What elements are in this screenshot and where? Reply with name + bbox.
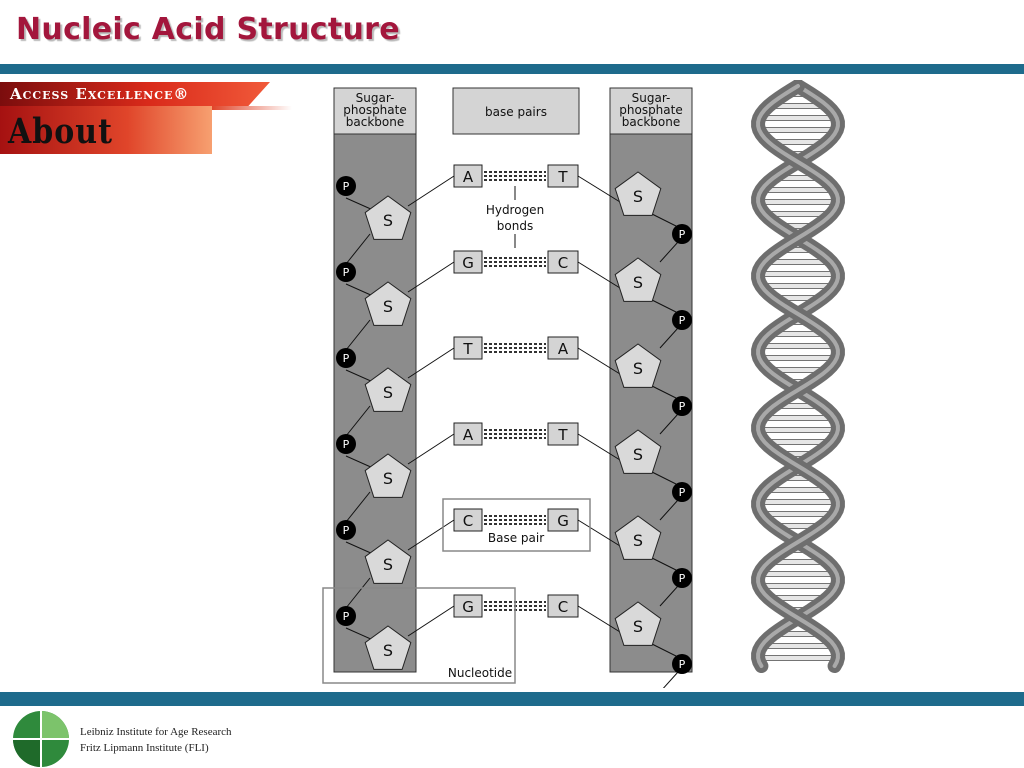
slide-title: Nucleic Acid Structure — [16, 12, 400, 47]
right-phosphate-label: P — [679, 658, 686, 671]
access-excellence-logo: Access Excellence® About Biotech — [0, 82, 300, 160]
footer-line2: Fritz Lipmann Institute (FLI) — [80, 740, 232, 756]
helix-rung — [761, 188, 834, 193]
helix-rung — [758, 272, 838, 277]
logo-tail — [212, 106, 292, 110]
right-header-line3: backbone — [622, 115, 680, 129]
right-sugar-label: S — [633, 531, 643, 550]
left-base-label: G — [462, 254, 474, 272]
left-sugar-label: S — [383, 297, 393, 316]
logo-line1: Access Excellence® — [10, 85, 189, 103]
footer-institute: Leibniz Institute for Age Research Fritz… — [80, 724, 232, 756]
right-sugar-label: S — [633, 445, 643, 464]
helix-rung — [761, 284, 834, 289]
left-phosphate-label: P — [343, 438, 350, 451]
helix-rung — [759, 128, 837, 133]
footer-line1: Leibniz Institute for Age Research — [80, 724, 232, 740]
right-base-label: C — [558, 598, 568, 616]
helix-rung — [761, 416, 834, 421]
helix-rung — [761, 644, 834, 649]
top-divider-bar — [0, 64, 1024, 74]
right-base-label: A — [558, 340, 569, 358]
right-phosphate-label: P — [679, 486, 686, 499]
bottom-divider-bar — [0, 692, 1024, 706]
left-sugar-label: S — [383, 555, 393, 574]
right-base-label: G — [557, 512, 569, 530]
logo-lower: About Biotech — [0, 106, 212, 154]
hydrogen-label-line2: bonds — [497, 219, 533, 233]
base-pair-label: Base pair — [488, 531, 544, 545]
right-base-label: T — [557, 168, 568, 186]
left-base-label: A — [463, 168, 474, 186]
center-header-label: base pairs — [485, 105, 547, 119]
left-phosphate-label: P — [343, 610, 350, 623]
left-base-label: G — [462, 598, 474, 616]
helix-rung — [759, 344, 837, 349]
right-phosphate-label: P — [679, 314, 686, 327]
left-base-label: C — [463, 512, 473, 530]
left-header-line3: backbone — [346, 115, 404, 129]
helix-rung — [758, 656, 838, 661]
right-base-label: T — [557, 426, 568, 444]
right-phosphate-label: P — [679, 572, 686, 585]
left-sugar-label: S — [383, 469, 393, 488]
left-phosphate-label: P — [343, 352, 350, 365]
left-base-label: T — [462, 340, 473, 358]
helix-rung — [758, 428, 838, 433]
left-sugar-label: S — [383, 641, 393, 660]
helix-rung — [758, 500, 838, 505]
helix-rung — [759, 356, 837, 361]
right-sugar-label: S — [633, 187, 643, 206]
hydrogen-label-line1: Hydrogen — [486, 203, 544, 217]
helix-rung — [758, 200, 838, 205]
left-phosphate-label: P — [343, 180, 350, 193]
left-sugar-label: S — [383, 211, 393, 230]
helix-rung — [761, 512, 834, 517]
helix-rung — [759, 572, 837, 577]
right-phosphate-label: P — [679, 228, 686, 241]
left-sugar-label: S — [383, 383, 393, 402]
right-base-label: C — [558, 254, 568, 272]
left-phosphate-label: P — [343, 524, 350, 537]
right-strand-link — [660, 672, 678, 688]
dna-structure-diagram: Sugar- phosphate backbone base pairs Sug… — [318, 82, 700, 688]
helix-rung — [759, 584, 837, 589]
right-phosphate-label: P — [679, 400, 686, 413]
logo-band: Access Excellence® — [0, 82, 270, 106]
fli-globe-icon — [12, 710, 70, 768]
left-phosphate-label: P — [343, 266, 350, 279]
nucleotide-label: Nucleotide — [448, 666, 512, 680]
right-sugar-label: S — [633, 617, 643, 636]
helix-rung — [759, 116, 837, 121]
double-helix-illustration — [740, 80, 860, 676]
right-sugar-label: S — [633, 273, 643, 292]
right-sugar-label: S — [633, 359, 643, 378]
left-base-label: A — [463, 426, 474, 444]
logo-line2: About Biotech — [8, 112, 212, 193]
